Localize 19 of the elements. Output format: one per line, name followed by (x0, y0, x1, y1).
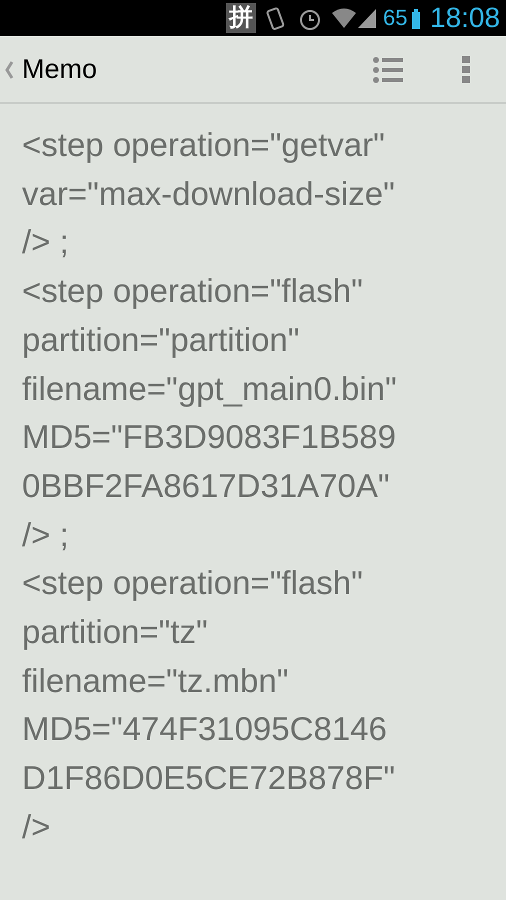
memo-line: /> ; (22, 514, 69, 555)
memo-line: partition="tz" (22, 612, 208, 652)
memo-line: MD5="FB3D9083F1B589 (22, 417, 396, 458)
clock: 18:08 (430, 2, 500, 34)
memo-line: D1F86D0E5CE72B878F" (22, 758, 396, 798)
memo-line: <step operation="flash" (22, 563, 363, 604)
memo-line: /> ; (22, 222, 69, 262)
memo-line: <step operation="getvar" (22, 125, 385, 165)
keyboard-indicator: 拼 (226, 3, 256, 33)
memo-line: partition="partition" (22, 320, 300, 360)
screen-title: Memo (22, 53, 98, 86)
memo-line: var="max-download-size" (22, 174, 395, 214)
memo-line: 0BBF2FA8617D31A70A" (22, 466, 390, 506)
memo-line: filename="gpt_main0.bin" (22, 368, 397, 408)
memo-line: <step operation="flash" (22, 271, 363, 312)
memo-line: filename="tz.mbn" (22, 660, 288, 701)
battery-level: 65 (383, 5, 408, 31)
memo-line: /> (22, 806, 50, 847)
memo-line: MD5="474F31095C8146 (22, 709, 387, 750)
